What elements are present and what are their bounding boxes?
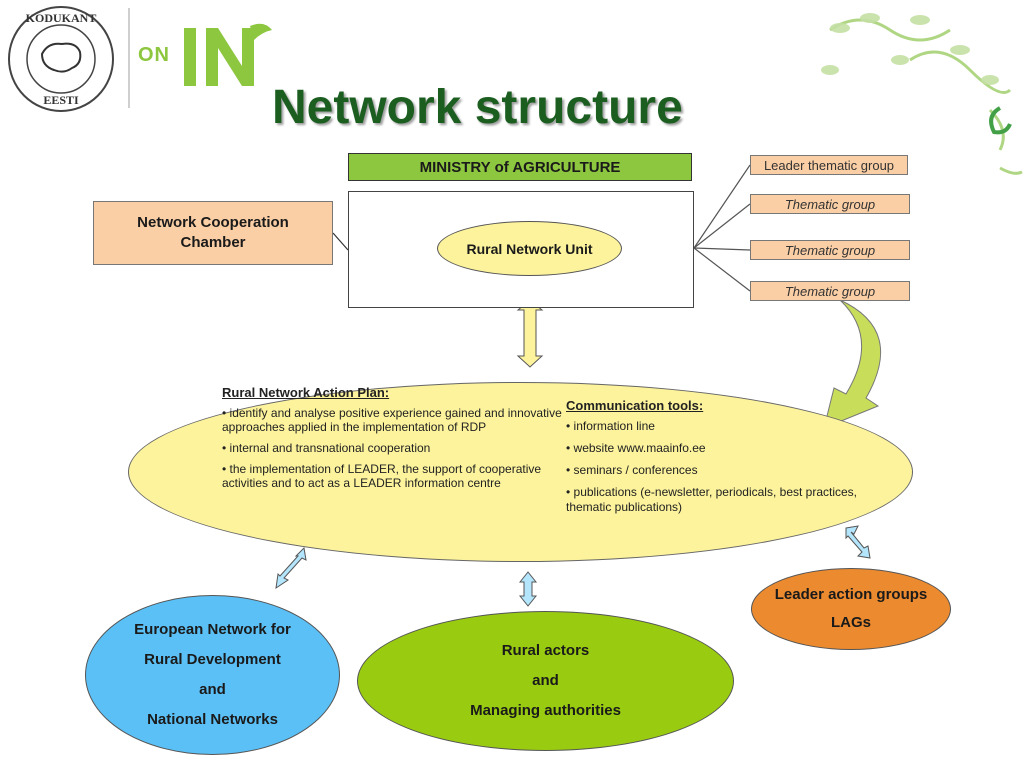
actors-line-3: Managing authorities [470, 702, 621, 719]
european-network-ellipse: European Network for Rural Development a… [85, 595, 340, 755]
network-cooperation-chamber: Network Cooperation Chamber [93, 201, 333, 265]
communication-tool-item: • seminars / conferences [566, 463, 698, 477]
chamber-line-1: Network Cooperation [137, 214, 289, 231]
communication-tools-title: Communication tools: [566, 398, 704, 413]
communication-tools-block: Communication tools: • information line … [566, 398, 866, 522]
action-plan-title: Rural Network Action Plan: [222, 385, 390, 400]
leader-action-groups-ellipse: Leader action groups LAGs [751, 568, 951, 650]
enrd-line-3: and [199, 681, 226, 698]
logo-on-text: ON [138, 44, 170, 66]
actors-line-1: Rural actors [501, 642, 590, 659]
enrd-line-1: European Network for [134, 621, 291, 638]
logo-in-mark [184, 23, 272, 86]
thematic-fan-lines [693, 164, 751, 292]
lags-line-2: LAGs [830, 614, 871, 631]
rural-network-unit: Rural Network Unit [437, 221, 622, 276]
svg-text:EESTI: EESTI [43, 93, 79, 107]
enrd-line-2: Rural Development [144, 651, 281, 668]
page-title: Network structure [272, 81, 683, 134]
chamber-connector-line [332, 232, 349, 251]
double-arrow-lags-icon [845, 525, 871, 559]
chamber-line-2: Chamber [180, 234, 246, 251]
floral-ornament-icon [821, 13, 1023, 175]
actors-line-2: and [532, 672, 559, 689]
double-arrow-unit-plan-icon [516, 299, 544, 368]
communication-tool-item: • information line [566, 419, 655, 433]
logo-divider [128, 8, 130, 108]
double-arrow-enrd-icon [275, 546, 307, 590]
enrd-line-4: National Networks [147, 711, 278, 728]
action-plan-block: Rural Network Action Plan: • identify an… [222, 386, 562, 497]
double-arrow-actors-icon [518, 571, 538, 607]
action-plan-item: • the implementation of LEADER, the supp… [222, 462, 542, 490]
ministry-box: MINISTRY of AGRICULTURE [348, 153, 692, 181]
communication-tool-item: • website www.maainfo.ee [566, 441, 706, 455]
rural-actors-ellipse: Rural actors and Managing authorities [357, 611, 734, 751]
action-plan-ellipse [128, 382, 913, 562]
action-plan-item: • internal and transnational cooperation [222, 441, 431, 455]
thematic-group-1: Thematic group [750, 194, 910, 214]
thematic-group-2: Thematic group [750, 240, 910, 260]
kodukant-seal-logo: KODUKANT EESTI [8, 6, 114, 112]
communication-tool-item: • publications (e-newsletter, periodical… [566, 485, 858, 514]
action-plan-item: • identify and analyse positive experien… [222, 406, 562, 434]
thematic-group-3: Thematic group [750, 281, 910, 301]
svg-text:KODUKANT: KODUKANT [26, 11, 97, 25]
leader-thematic-group: Leader thematic group [750, 155, 908, 175]
lags-line-1: Leader action groups [774, 586, 928, 603]
